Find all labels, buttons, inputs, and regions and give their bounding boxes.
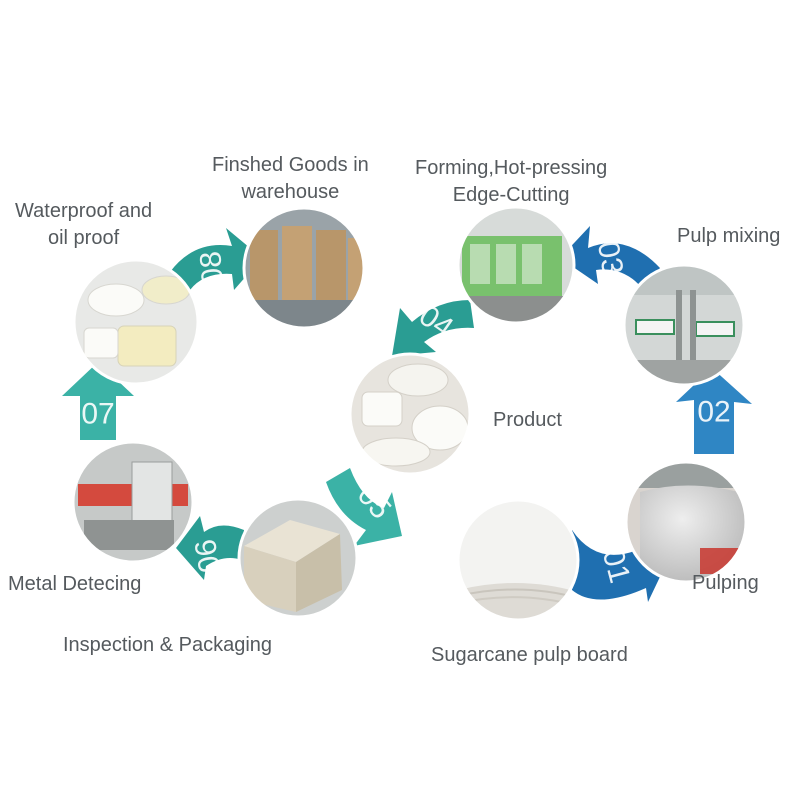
- label-metal-detecting: Metal Detecing: [8, 573, 142, 595]
- packaging-photo: [239, 499, 357, 617]
- step-number-06: 06: [189, 537, 227, 576]
- arrow-02: [676, 368, 752, 454]
- step-number-02: 02: [697, 396, 730, 429]
- label-pulp-mixing: Pulp mixing: [677, 225, 781, 247]
- label-pulping: Pulping: [692, 572, 759, 594]
- label-forming-line1: Forming,Hot-pressing: [415, 157, 608, 179]
- label-waterproof-line1: Waterproof and: [15, 200, 153, 222]
- tableware-photo: [350, 354, 470, 474]
- label-waterproof-line2: oil proof: [47, 227, 120, 249]
- label-finished-goods-line2: warehouse: [241, 181, 340, 203]
- label-finished-goods: Finshed Goods in warehouse: [212, 152, 369, 206]
- metal-detector-photo: [73, 442, 193, 562]
- arrow-04: [392, 300, 474, 356]
- label-forming: Forming,Hot-pressing Edge-Cutting: [415, 155, 607, 209]
- label-waterproof: Waterproof and oil proof: [15, 198, 152, 252]
- label-forming-line2: Edge-Cutting: [452, 184, 570, 206]
- label-finished-goods-line1: Finshed Goods in: [212, 154, 369, 176]
- label-inspection-packaging: Inspection & Packaging: [63, 634, 273, 656]
- step-number-08: 08: [194, 250, 230, 286]
- step-number-03: 03: [591, 239, 629, 278]
- arrow-03: [560, 226, 660, 290]
- arrow-05: [326, 468, 402, 546]
- waterproof-trays-photo: [74, 260, 198, 384]
- step-number-07: 07: [81, 398, 114, 431]
- arrow-08: [170, 228, 262, 290]
- label-sugarcane-pulp-board: Sugarcane pulp board: [431, 644, 628, 666]
- arrow-06: [176, 516, 244, 580]
- label-product: Product: [493, 409, 562, 431]
